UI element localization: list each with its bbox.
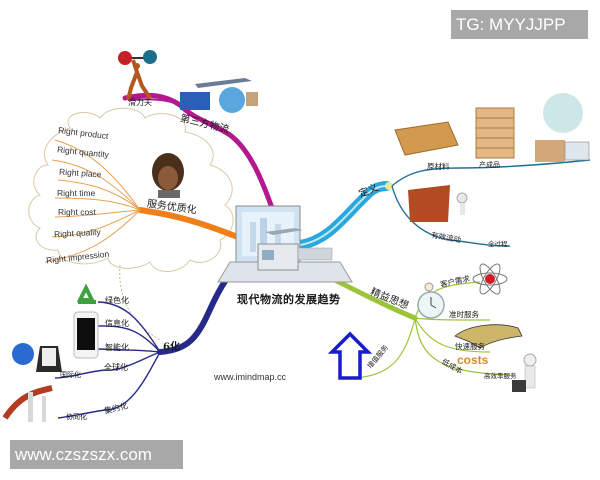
atom-icon (472, 263, 508, 295)
watermark-top-right: TG: MYYJJPP (451, 10, 588, 39)
ecommerce-image (535, 93, 590, 162)
six-sub-branches (54, 301, 161, 419)
person-pump-image (512, 353, 537, 392)
branch-third-party-thin (127, 98, 179, 105)
lean-item[interactable]: 准时服务 (449, 310, 479, 319)
headset-woman-image (152, 153, 184, 198)
definition-item[interactable]: 产成品 (479, 161, 500, 169)
topic-six[interactable]: 6化 (163, 342, 180, 353)
six-item[interactable]: 协同化 (66, 413, 87, 421)
lean-sub-branches (354, 281, 511, 379)
costs-text: costs (457, 353, 489, 367)
logistics-image (180, 78, 258, 113)
lean-item[interactable]: 快速服务 (455, 342, 485, 351)
dresser-image (475, 107, 515, 159)
cloud-dotted-link (119, 264, 161, 341)
raw-material-image (394, 121, 459, 156)
branch-third-party (122, 92, 275, 211)
cooperation-image (2, 385, 53, 422)
service-item[interactable]: Right cost (58, 207, 96, 217)
six-item[interactable]: 绿色化 (105, 296, 129, 305)
six-item[interactable]: 信息化 (105, 319, 129, 328)
weightlifter-image (118, 50, 157, 101)
watermark-bottom-left: www.czszszx.com (10, 440, 183, 469)
globe-laptop-image (12, 343, 62, 372)
stopwatch-icon (417, 282, 445, 319)
service-sub-branches (44, 139, 141, 263)
six-item[interactable]: 智能化 (105, 343, 129, 352)
up-arrow-icon (327, 331, 373, 380)
service-cloud (28, 107, 234, 272)
six-item[interactable]: 国际化 (60, 371, 81, 379)
ladder-runners-image (408, 185, 468, 222)
cheetah-image (454, 324, 523, 349)
subtopic-weightlifter[interactable]: 滑力夫 (128, 98, 152, 107)
definition-item[interactable]: 原材料 (427, 162, 450, 171)
central-topic[interactable]: 现代物流的发展趋势 (237, 293, 341, 306)
central-laptop-image (217, 205, 353, 283)
lean-item[interactable]: 高效率服务 (484, 372, 517, 380)
smartphone-image (73, 311, 99, 359)
recycle-icon (76, 283, 98, 307)
definition-item[interactable]: 全过程 (488, 240, 508, 248)
credit-link: www.imindmap.cc (214, 372, 287, 382)
six-item[interactable]: 全球化 (104, 363, 128, 372)
definition-sub-branches (391, 159, 591, 247)
service-item[interactable]: Right time (57, 188, 96, 198)
branch-service (137, 207, 243, 241)
